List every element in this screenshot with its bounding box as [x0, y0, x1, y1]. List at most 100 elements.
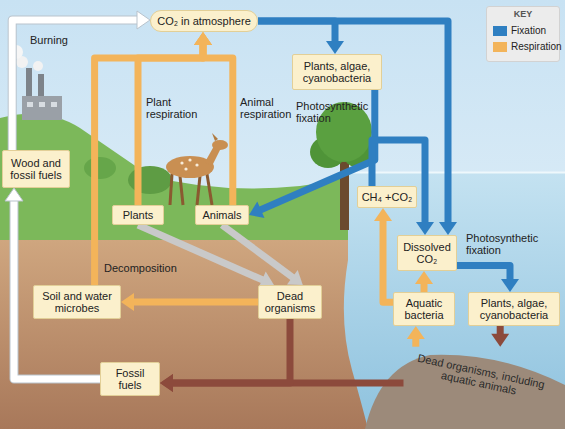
arrow-head [287, 270, 303, 285]
decomposer-box: Aquatic bacteria [393, 292, 455, 326]
arrow-head [326, 41, 344, 54]
legend-text: Respiration [511, 41, 562, 52]
edge-label: Plant respiration [146, 96, 208, 120]
arrow-line [12, 20, 139, 150]
deer-leg [180, 176, 183, 205]
factory [9, 45, 62, 120]
carbon-pool: CO₂ in atmosphere [150, 10, 258, 32]
node-text: Plants, algae, cyanobacteria [471, 297, 557, 321]
edge-label: Animal respiration [240, 96, 306, 120]
fuel-box: Fossil fuels [100, 362, 160, 396]
node-text: CO₂ in atmosphere [157, 15, 251, 27]
edge-label: Decomposition [104, 262, 204, 274]
node-text: Soil and water microbes [36, 290, 118, 314]
node-text: Dissolved CO₂ [400, 241, 454, 265]
arrow-head [194, 32, 212, 45]
arrow-head [137, 11, 150, 29]
flow-arrow [407, 326, 425, 347]
legend-swatch [493, 26, 507, 36]
arrow-head [491, 334, 509, 347]
arrow-head [5, 188, 23, 201]
smokestack [26, 68, 32, 98]
edge-label: Burning [30, 34, 90, 46]
deer-spot [184, 167, 187, 170]
deer-spot [180, 161, 183, 164]
arrow-head [249, 202, 265, 219]
flow-arrow [457, 266, 519, 292]
flow-arrow [5, 188, 100, 379]
flow-arrow [194, 32, 233, 205]
arrow-line [383, 218, 393, 302]
deer-spot [188, 158, 191, 161]
soil [0, 240, 368, 429]
legend-swatch [493, 42, 507, 52]
flow-arrow [374, 208, 393, 302]
arrow-head [501, 279, 519, 292]
fuel-box: Wood and fossil fuels [2, 150, 70, 188]
arrow-line [170, 319, 290, 383]
arrow-line [138, 42, 203, 205]
deer-ear [212, 133, 218, 141]
factory-window [51, 102, 57, 107]
node-text: CH₄ +CO₂ [362, 191, 413, 203]
factory-building [22, 96, 62, 120]
edge-label: Photosynthetic fixation [296, 100, 370, 124]
arrow-head [160, 374, 173, 392]
flow-arrow [95, 32, 212, 285]
gas-box: CH₄ +CO₂ [357, 186, 417, 208]
arrow-head [160, 374, 173, 392]
legend-row: Respiration [493, 41, 562, 52]
deer-leg [170, 174, 172, 205]
factory-window [39, 102, 45, 107]
smoke [33, 61, 43, 71]
deer [166, 133, 228, 205]
deer-spot [195, 163, 198, 166]
detritus-box: Dead organisms [258, 285, 322, 319]
arrow-head [194, 32, 212, 45]
deer-leg [207, 174, 212, 205]
edge-label: Photosynthetic fixation [466, 232, 556, 256]
arrow-line [203, 42, 233, 205]
flow-arrow [121, 293, 258, 311]
node-text: Animals [202, 209, 241, 221]
node-text: Plants, algae, cyanobacteria [295, 60, 379, 84]
node-text: Dead organisms [261, 290, 319, 314]
flow-arrow [258, 21, 344, 54]
node-text: Aquatic bacteria [396, 297, 452, 321]
flow-arrow [491, 326, 509, 347]
arrow-outline [12, 20, 139, 150]
arrow-line [131, 299, 258, 306]
arrow-head [416, 222, 434, 235]
node-text: Wood and fossil fuels [5, 157, 67, 181]
arrow-line [95, 42, 203, 285]
node-text: Plants [123, 209, 154, 221]
flow-arrow [222, 225, 303, 285]
decomposer-box: Soil and water microbes [33, 285, 121, 319]
factory-window [27, 102, 33, 107]
consumer-box: Animals [195, 205, 249, 225]
deer-leg [197, 176, 200, 205]
grass-hill [0, 114, 348, 245]
producer-box: Plants, algae, cyanobacteria [292, 54, 382, 90]
arrow-line [258, 21, 448, 225]
arrow-head [121, 293, 134, 311]
flow-arrow [415, 271, 433, 292]
water [340, 172, 565, 429]
legend-text: Fixation [511, 25, 546, 36]
arrow-head [407, 326, 425, 339]
arrow-head [415, 271, 433, 284]
node-text: Fossil fuels [103, 367, 157, 391]
deer-head [212, 140, 228, 150]
legend-row: Fixation [493, 25, 546, 36]
arrow-head [194, 32, 212, 45]
arrow-head [439, 222, 457, 235]
legend-heading: KEY [486, 9, 560, 19]
carbon-pool: Dissolved CO₂ [397, 235, 457, 271]
flow-arrow [138, 225, 274, 288]
flow-arrow [12, 11, 150, 150]
smokestack [38, 74, 44, 98]
bush [84, 157, 116, 179]
arrow-line [372, 140, 425, 225]
producer-box: Plants, algae, cyanobacteria [468, 292, 560, 326]
